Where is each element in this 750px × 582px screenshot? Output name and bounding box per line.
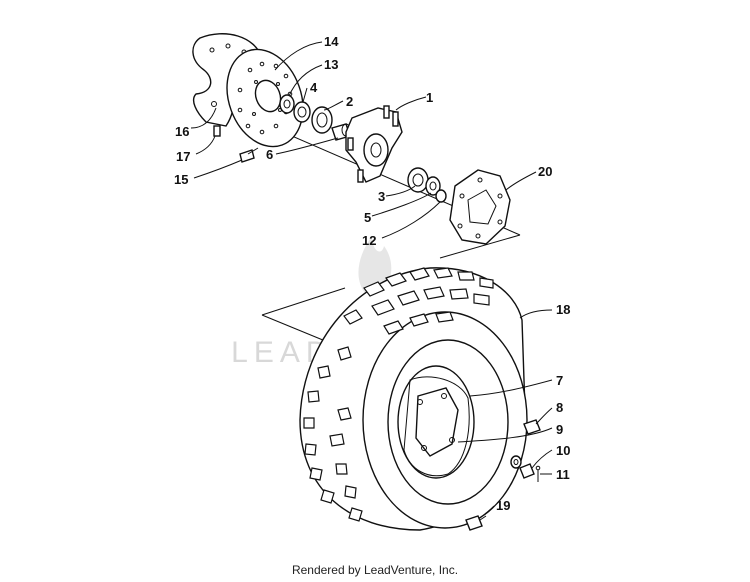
callout-4: 4 bbox=[310, 80, 318, 95]
brake-disc bbox=[226, 48, 304, 148]
outer-seal bbox=[293, 101, 311, 123]
callout-10: 10 bbox=[556, 443, 570, 458]
callout-16: 16 bbox=[175, 124, 189, 139]
callout-8: 8 bbox=[556, 400, 563, 415]
callout-1: 1 bbox=[426, 90, 433, 105]
leader-lines bbox=[190, 41, 553, 519]
hub-seal bbox=[279, 94, 295, 114]
callout-3: 3 bbox=[378, 189, 385, 204]
callout-19: 19 bbox=[496, 498, 510, 513]
castle-nut bbox=[519, 463, 535, 479]
callout-12: 12 bbox=[362, 233, 376, 248]
lug-washer bbox=[510, 455, 522, 469]
callout-20: 20 bbox=[538, 164, 552, 179]
caliper-bolt bbox=[213, 125, 221, 137]
callout-11: 11 bbox=[556, 467, 570, 482]
callout-2: 2 bbox=[346, 94, 353, 109]
hub-washer bbox=[435, 189, 447, 203]
callout-7: 7 bbox=[556, 373, 563, 388]
hub-plate bbox=[449, 169, 511, 245]
callout-9: 9 bbox=[556, 422, 563, 437]
callout-14: 14 bbox=[324, 34, 339, 49]
footer-credit: Rendered by LeadVenture, Inc. bbox=[291, 563, 459, 577]
callout-6: 6 bbox=[266, 147, 273, 162]
outer-bearing bbox=[311, 106, 333, 134]
wheel-hub bbox=[345, 105, 403, 183]
wheel-rim bbox=[387, 339, 509, 505]
callout-15: 15 bbox=[174, 172, 188, 187]
disc-bolt bbox=[239, 147, 259, 163]
callout-13: 13 bbox=[324, 57, 338, 72]
callout-17: 17 bbox=[176, 149, 190, 164]
callout-labels: 1 2 3 4 5 6 7 8 9 10 11 12 13 14 15 16 1… bbox=[174, 34, 570, 513]
callout-18: 18 bbox=[556, 302, 570, 317]
valve-stem bbox=[465, 515, 487, 531]
inner-seal bbox=[425, 176, 441, 196]
callout-5: 5 bbox=[364, 210, 371, 225]
cotter-pin bbox=[535, 465, 541, 482]
